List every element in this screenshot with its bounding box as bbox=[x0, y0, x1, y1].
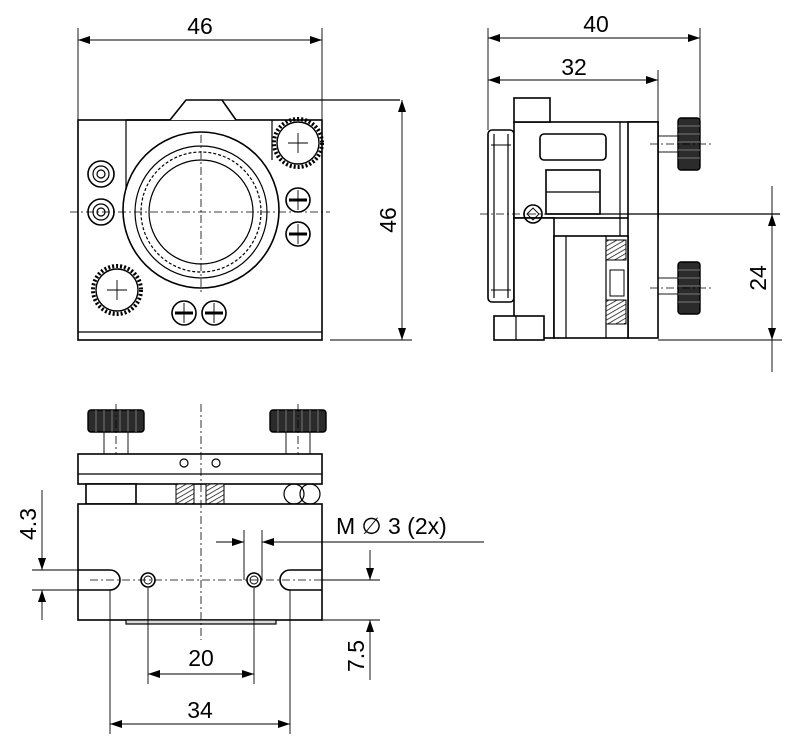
front-width-dimension: 46 bbox=[77, 13, 323, 120]
bottom-knob-right bbox=[269, 404, 327, 456]
front-screw-hole-lower bbox=[87, 198, 115, 226]
bottom-slot-spacing-dimension: 34 bbox=[109, 590, 291, 734]
bottom-thread-callout: M ∅ 3 (2x) bbox=[216, 513, 484, 580]
front-knurl-bottom-left bbox=[91, 264, 143, 316]
front-height-label: 46 bbox=[375, 207, 401, 233]
bottom-slot-right bbox=[279, 569, 322, 591]
bottom-top-plate bbox=[77, 453, 323, 485]
side-knurl-upper bbox=[650, 117, 712, 171]
front-width-label: 46 bbox=[187, 13, 213, 39]
front-lock-screws-right bbox=[285, 187, 311, 247]
front-lock-screws-bottom bbox=[171, 300, 227, 326]
side-window-slot bbox=[539, 133, 607, 161]
bottom-base-block bbox=[77, 503, 323, 621]
bottom-thread-callout-label: M ∅ 3 (2x) bbox=[336, 513, 447, 539]
bottom-hole-spacing-dimension: 20 bbox=[147, 588, 255, 684]
bottom-hole-spacing-label: 20 bbox=[188, 645, 214, 671]
front-screw-hole-upper bbox=[87, 160, 115, 188]
side-knurl-lower bbox=[650, 261, 712, 315]
bottom-knob-left bbox=[87, 404, 145, 456]
side-inner-depth-dimension: 32 bbox=[488, 54, 659, 122]
bottom-view: 4.3 M ∅ 3 (2x) 7.5 20 bbox=[15, 404, 484, 734]
bottom-edge-offset-dimension: 7.5 bbox=[322, 550, 380, 680]
front-body bbox=[77, 119, 323, 341]
bottom-slot-offset-dimension: 4.3 bbox=[15, 490, 78, 620]
front-top-profile bbox=[126, 99, 237, 121]
mount-outer-ring bbox=[122, 131, 280, 289]
bottom-slot-left bbox=[78, 569, 121, 591]
side-view: 40 32 24 bbox=[480, 11, 782, 372]
front-view: 46 46 bbox=[70, 13, 412, 341]
bottom-edge-offset-label: 7.5 bbox=[343, 640, 369, 672]
side-depth-label: 40 bbox=[583, 11, 609, 37]
front-knurl-top-right bbox=[272, 117, 324, 169]
bottom-slot-spacing-label: 34 bbox=[187, 697, 213, 723]
side-base-foot bbox=[493, 315, 545, 341]
front-height-dimension: 46 bbox=[330, 100, 412, 341]
side-front-flange bbox=[487, 129, 515, 303]
side-axis-height-label: 24 bbox=[745, 265, 771, 291]
side-inner-depth-label: 32 bbox=[561, 54, 587, 80]
side-axis-height-dimension: 24 bbox=[658, 186, 782, 372]
bottom-slot-offset-label: 4.3 bbox=[15, 508, 41, 540]
